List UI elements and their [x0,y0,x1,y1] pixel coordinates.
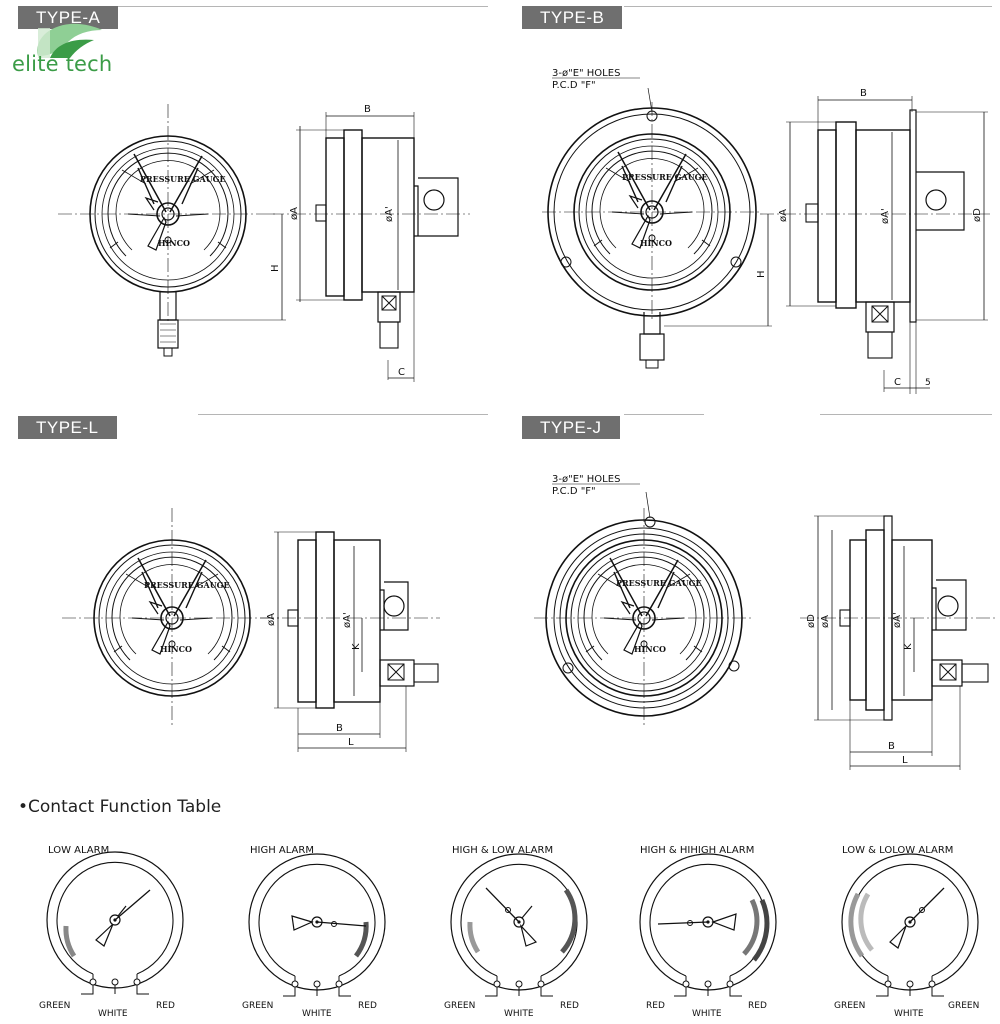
type-a-dim-a: øA [289,207,300,220]
type-l-dim-l: L [348,737,354,748]
type-l-dim-a-prime: øA' [342,612,353,628]
contact-low-lolow-alarm-left: GREEN [834,1001,865,1011]
type-a-dim-c: C [398,367,405,378]
type-a-tag: TYPE-A [18,6,119,29]
contact-high-hihigh-alarm-center: WHITE [692,1009,722,1019]
type-j-label: TYPE-J [540,418,602,437]
type-a-front-view: PRESSURE GAUGE HINCO [57,103,279,357]
type-j-pcd-label: P.C.D "F" [552,486,596,497]
type-j-dial-maker: HINCO [634,644,666,654]
type-l-dial-title: PRESSURE GAUGE [144,580,230,590]
contact-high-alarm-title: HIGH ALARM [250,845,314,856]
type-j-dim-a: øA [820,615,831,628]
type-a-rule [118,6,488,7]
type-j-side-view: øD øA øA' K B L [800,515,996,770]
contact-low-lolow-alarm-right: GREEN [948,1001,979,1011]
type-b-dim-b: B [860,88,867,99]
type-b-tag: TYPE-B [522,6,623,29]
type-l-dim-k: K [351,643,362,650]
type-j-tag: TYPE-J [522,416,620,439]
type-b-label: TYPE-B [540,8,605,27]
type-l-dim-a: øA [266,613,277,626]
contact-high-low-alarm-title: HIGH & LOW ALARM [452,845,553,856]
type-b-dial-title: PRESSURE GAUGE [622,172,708,182]
contact-high-alarm-center: WHITE [302,1009,332,1019]
type-b-dim-h: H [756,270,767,278]
type-j-holes-label: 3-ø"E" HOLES [552,474,620,485]
type-a-dim-h: H [270,264,281,272]
contact-low-alarm-right: RED [156,1001,175,1011]
contact-high-low-alarm: HIGH & LOW ALARM GREEN WHITE RED [444,845,588,1019]
type-a-label: TYPE-A [36,8,101,27]
contact-high-alarm-left: GREEN [242,1001,273,1011]
contact-low-alarm-title: LOW ALARM [48,845,109,856]
type-b-dim-a: øA [778,209,789,222]
type-a-dial-maker: HINCO [158,238,190,248]
type-b-dim-d: øD [972,208,983,222]
contact-high-alarm-right: RED [358,1001,377,1011]
type-b-dim-a-prime: øA' [880,208,891,224]
type-b-holes-label: 3-ø"E" HOLES [552,68,620,79]
contact-high-alarm: HIGH ALARM GREEN WHITE RED [242,845,386,1019]
contact-low-alarm-center: WHITE [98,1009,128,1019]
leaf-logo-icon [37,23,102,58]
type-b-rule [624,6,992,7]
contact-high-hihigh-alarm-title: HIGH & HIHIGH ALARM [640,845,754,856]
type-a-dim-b: B [364,104,371,115]
type-l-label: TYPE-L [36,418,99,437]
type-j-dim-a-prime: øA' [892,612,903,628]
type-b-front-view: 3-ø"E" HOLES P.C.D "F" PRESSURE GAUGE HI… [541,68,763,369]
type-j-dim-k: K [903,643,914,650]
type-j-dial-title: PRESSURE GAUGE [616,578,702,588]
type-l-side-view: øA øA' K B L [260,531,440,752]
type-b-dial-maker: HINCO [640,238,672,248]
contact-low-lolow-alarm-center: WHITE [894,1009,924,1019]
contact-high-low-alarm-left: GREEN [444,1001,475,1011]
type-l-dim-b: B [336,723,343,734]
type-b-side-view: B øA øA' øD H C 5 [664,88,990,394]
type-l-tag: TYPE-L [18,416,117,439]
type-a-side-view: B øA øA' H C [178,104,470,382]
contact-low-alarm: LOW ALARM GREEN WHITE RED [39,845,184,1019]
type-b-pcd-label: P.C.D "F" [552,80,596,91]
type-j-dim-l: L [902,755,908,766]
contact-function-title: •Contact Function Table [18,797,222,817]
contact-high-hihigh-alarm-left: RED [646,1001,665,1011]
contact-low-lolow-alarm-title: LOW & LOLOW ALARM [842,845,953,856]
brand-logo [10,14,130,82]
contact-high-low-alarm-center: WHITE [504,1009,534,1019]
type-j-rule [624,414,704,415]
type-a-dial-title: PRESSURE GAUGE [140,174,226,184]
type-l-rule [198,414,488,415]
contact-low-alarm-left: GREEN [39,1001,70,1011]
type-j-dim-d: øD [806,614,817,628]
contact-high-hihigh-alarm: HIGH & HIHIGH ALARM RED WHITE RED [639,845,777,1019]
contact-low-lolow-alarm: LOW & LOLOW ALARM GREEN WHITE GREEN [834,845,979,1019]
type-a-dim-a-prime: øA' [384,206,395,222]
type-j-front-view: 3-ø"E" HOLES P.C.D "F" PRESSURE GAUGE HI… [533,474,755,729]
type-l-dial-maker: HINCO [160,644,192,654]
type-b-dim-c: C [894,377,901,388]
type-b-dim-5: 5 [925,378,931,388]
brand-logo-text: elite tech [12,52,113,76]
type-j-rule-2 [820,414,992,415]
type-j-dim-b: B [888,741,895,752]
type-l-front-view: PRESSURE GAUGE HINCO [61,507,283,729]
contact-high-low-alarm-right: RED [560,1001,579,1011]
contact-high-hihigh-alarm-right: RED [748,1001,767,1011]
